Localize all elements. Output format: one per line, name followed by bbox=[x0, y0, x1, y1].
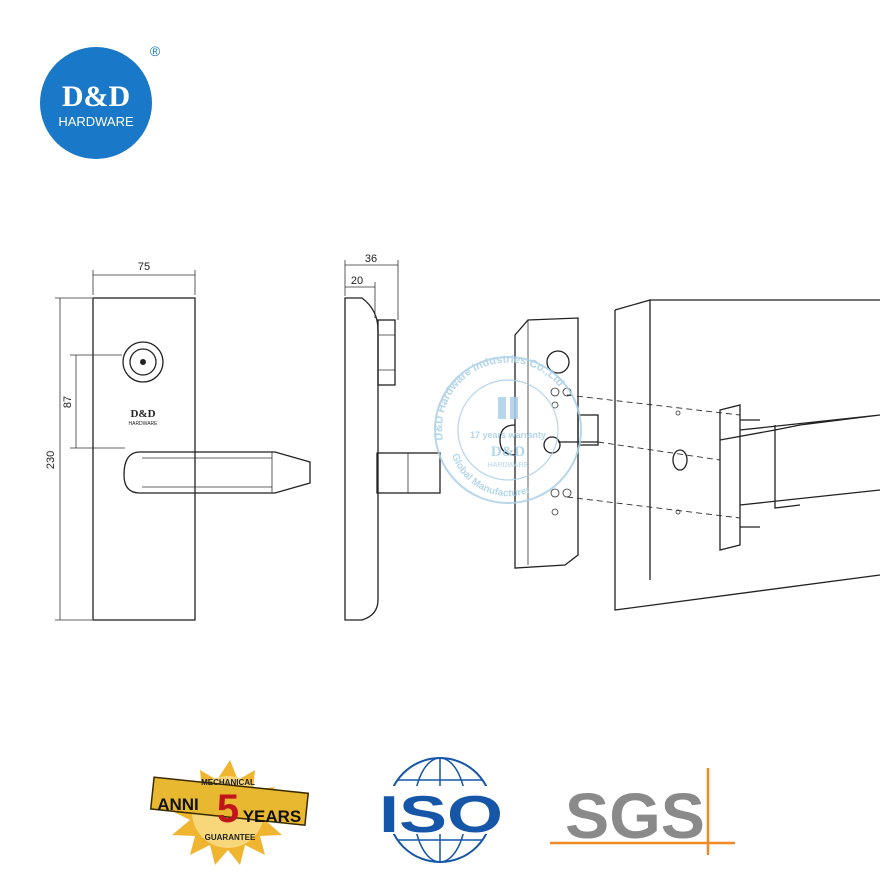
height-dimension: 230 bbox=[45, 451, 57, 469]
exploded-view bbox=[499, 299, 881, 611]
iso-logo: ISO bbox=[378, 757, 504, 863]
exit-device-bracket bbox=[719, 404, 741, 551]
door-bore-hole bbox=[672, 449, 688, 471]
escutcheon-plate bbox=[92, 297, 196, 621]
badge-number: 5 bbox=[217, 787, 239, 831]
depth-dimension: 36 bbox=[365, 253, 377, 265]
side-plate bbox=[344, 297, 379, 621]
brand-logo: D&D HARDWARE ® bbox=[40, 43, 161, 159]
badge-years: YEARS bbox=[243, 807, 302, 826]
sgs-logo: SGS bbox=[550, 768, 735, 855]
side-view: 36 20 bbox=[344, 253, 441, 621]
watermark-warranty: 17 years warranty bbox=[470, 430, 546, 440]
cylinder-icon bbox=[129, 348, 157, 376]
door-slab bbox=[614, 299, 881, 611]
plate-subtitle: HARDWARE bbox=[129, 421, 159, 427]
side-rose bbox=[377, 319, 396, 386]
badge-anni: ANNI bbox=[157, 795, 199, 814]
lever-handle bbox=[123, 451, 311, 494]
watermark: D&D Hardware Industries Co.,Ltd Global M… bbox=[433, 354, 582, 504]
plate-dimension: 20 bbox=[351, 275, 363, 287]
exit-device-bar bbox=[719, 414, 881, 509]
logo-circle bbox=[40, 47, 152, 159]
fastener-guide-middle bbox=[597, 441, 721, 461]
cylinder-outer bbox=[122, 341, 164, 383]
watermark-subtitle: HARDWARE bbox=[488, 462, 529, 469]
cylinder-cam-icon bbox=[546, 350, 570, 374]
lever-stub bbox=[499, 424, 516, 456]
logo-subtitle: HARDWARE bbox=[58, 114, 134, 129]
badge-mechanical: MECHANICAL bbox=[201, 778, 255, 787]
width-dimension: 75 bbox=[138, 261, 150, 273]
plate-brand: D&D bbox=[130, 408, 155, 420]
fastener-guide-bottom bbox=[566, 496, 741, 519]
cylinder-dimension: 87 bbox=[62, 396, 74, 408]
front-view: 75 230 87 D&D HARDWARE bbox=[45, 261, 311, 621]
side-lever bbox=[376, 452, 441, 494]
fastener-guide-top bbox=[566, 394, 741, 416]
watermark-brand: D&D bbox=[491, 444, 525, 460]
sgs-text: SGS bbox=[565, 780, 705, 852]
badge-guarantee: GUARANTEE bbox=[205, 833, 256, 842]
logo-brand: D&D bbox=[62, 80, 130, 113]
iso-text: ISO bbox=[379, 786, 503, 844]
registered-mark: ® bbox=[150, 43, 161, 59]
guarantee-badge: MECHANICAL ANNI 5 YEARS GUARANTEE bbox=[149, 760, 310, 865]
